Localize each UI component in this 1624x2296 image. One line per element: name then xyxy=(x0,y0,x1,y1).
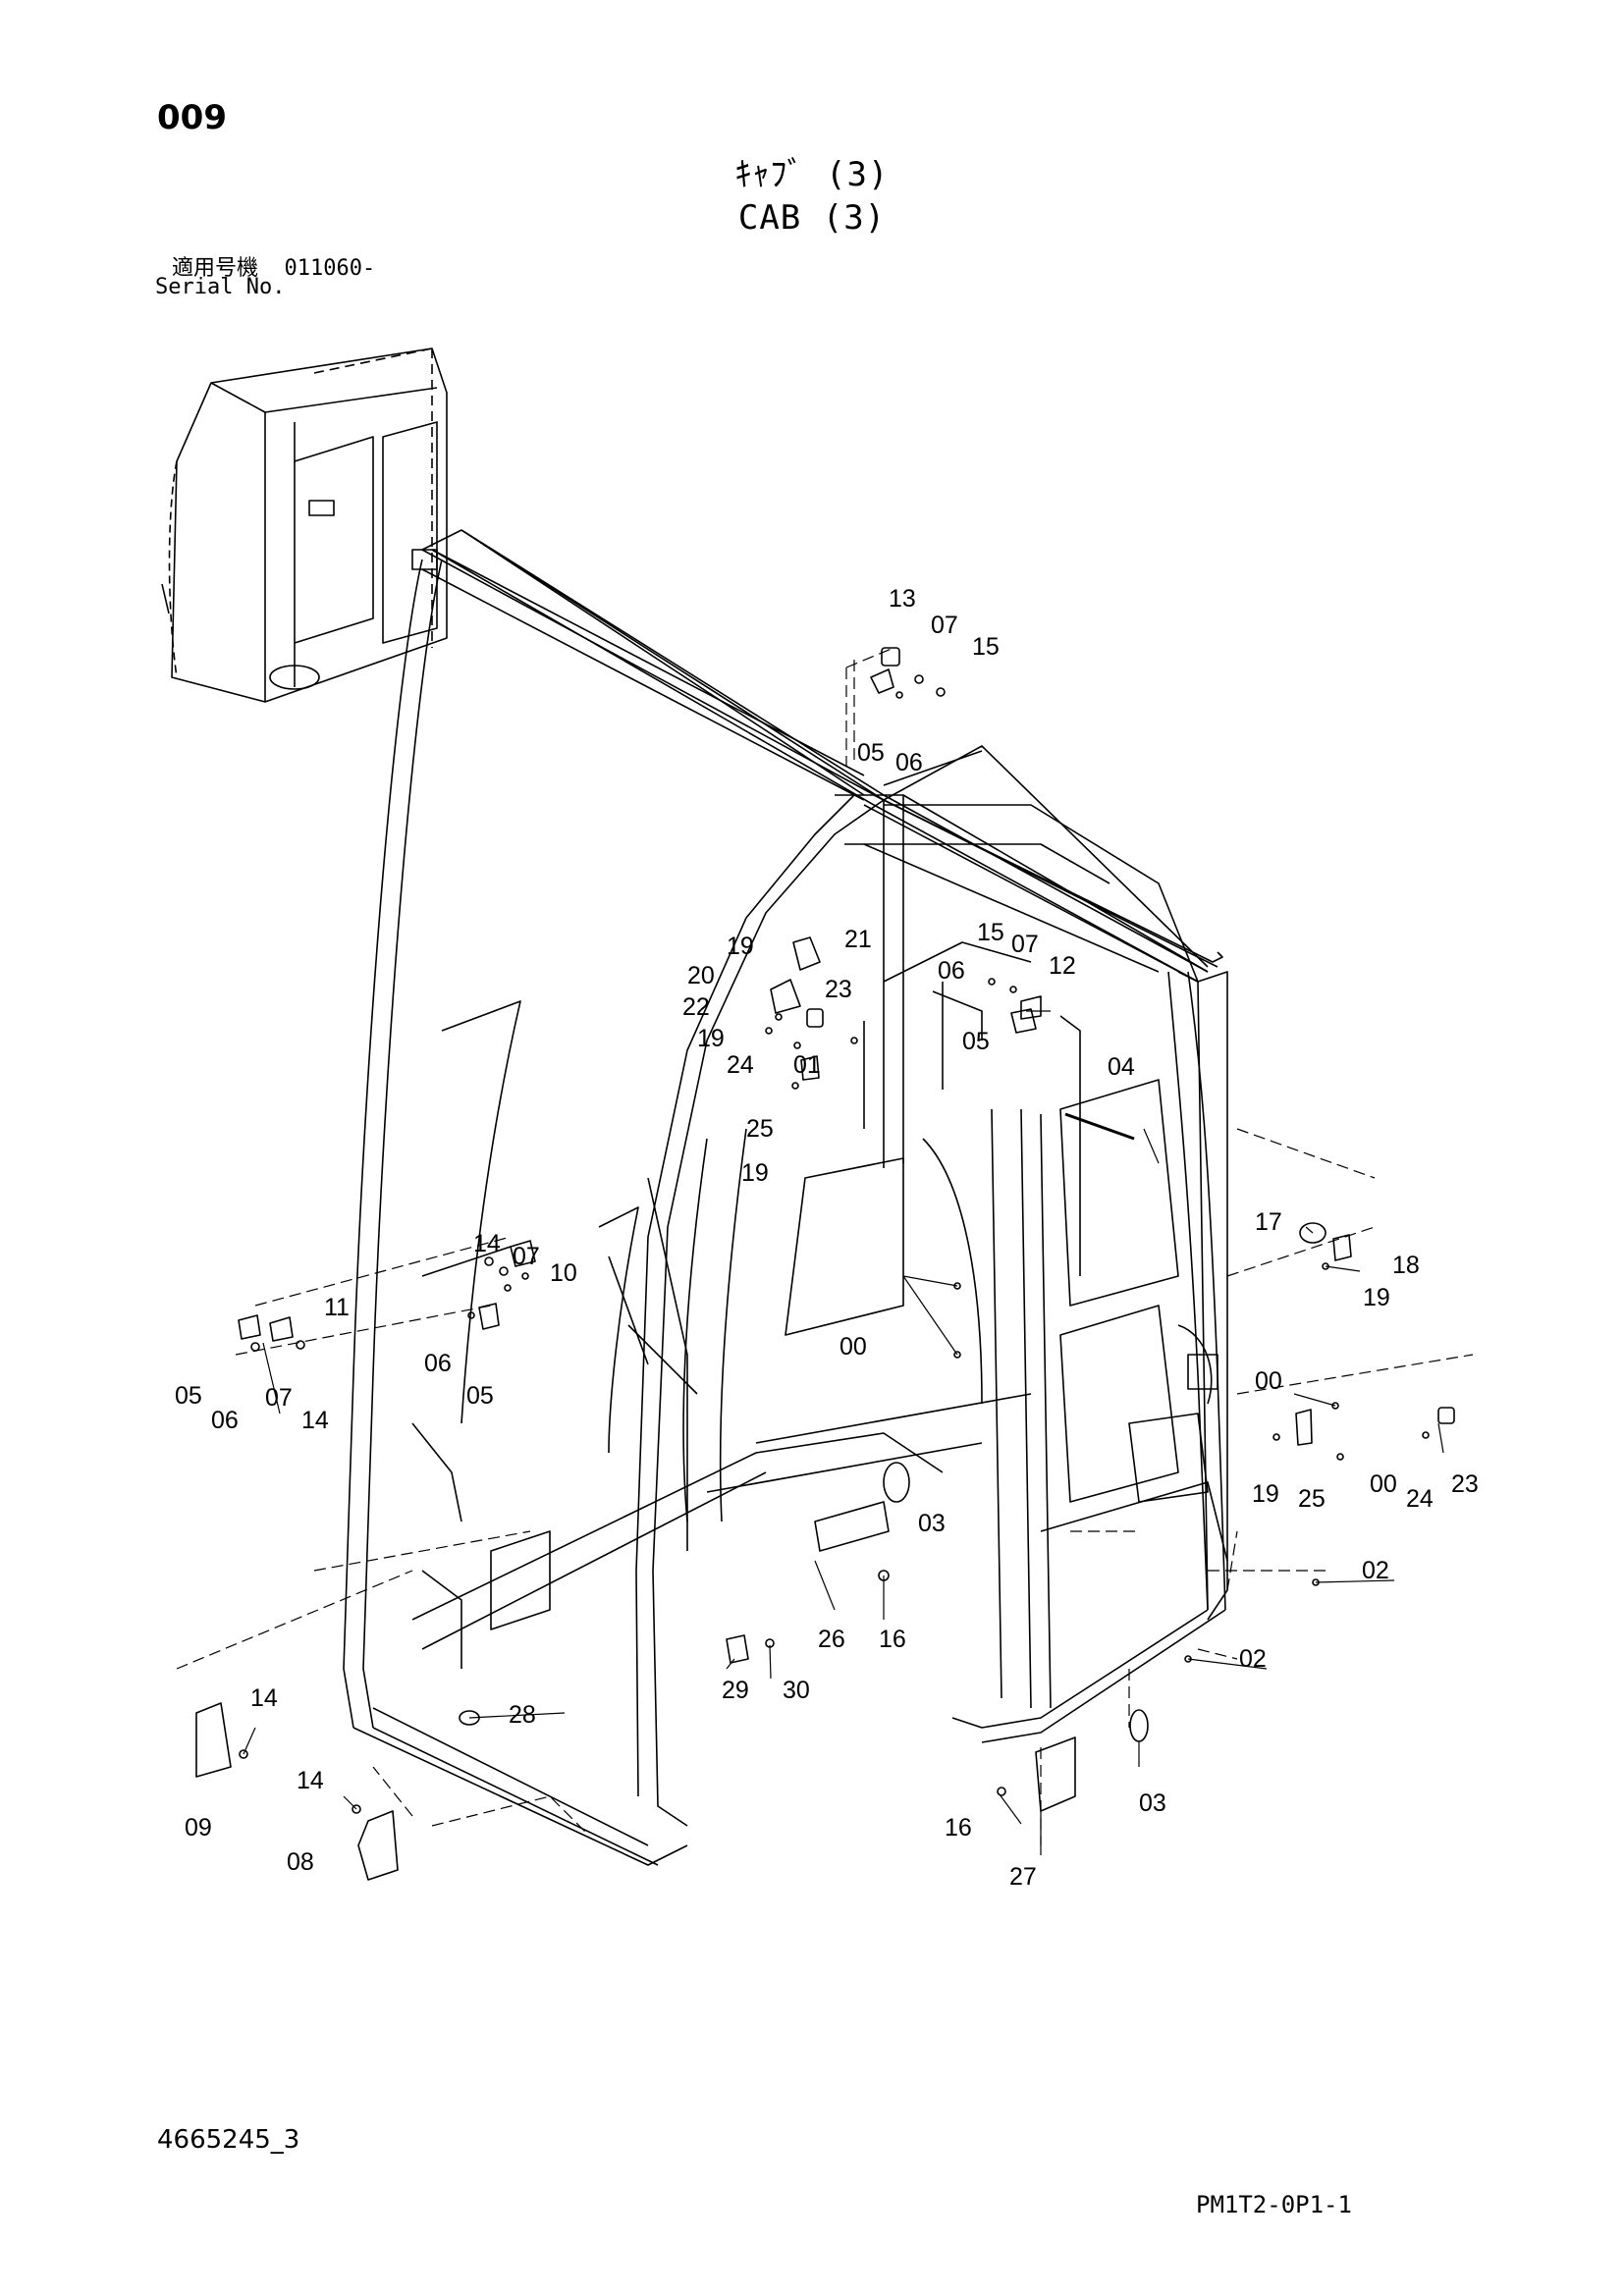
callout-label: 26 xyxy=(818,1626,845,1653)
sheet-code: PM1T2-0P1-1 xyxy=(1196,2191,1352,2218)
callout-label: 06 xyxy=(211,1407,239,1434)
callout-labels: 13 07 15 05 06 19 21 20 22 23 19 24 01 2… xyxy=(175,585,1479,1891)
callout-label: 12 xyxy=(1049,952,1076,980)
callout-label: 07 xyxy=(1011,931,1039,958)
callout-label: 00 xyxy=(1370,1470,1397,1498)
callout-label: 08 xyxy=(287,1848,314,1876)
callout-label: 06 xyxy=(424,1350,452,1377)
callout-label: 17 xyxy=(1255,1208,1282,1236)
callout-label: 28 xyxy=(509,1701,536,1729)
serial-label-japanese: 適用号機 011060- xyxy=(172,256,376,281)
callout-label: 19 xyxy=(697,1025,725,1052)
callout-label: 05 xyxy=(857,739,885,767)
page-title: CAB (3) xyxy=(737,198,887,238)
callout-label: 19 xyxy=(1252,1480,1279,1508)
cab-frame xyxy=(343,529,1228,1866)
callout-label: 16 xyxy=(945,1814,972,1842)
callout-label: 25 xyxy=(1298,1485,1326,1513)
callout-label: 04 xyxy=(1108,1053,1135,1081)
serial-label: Serial No. xyxy=(155,275,286,299)
callout-label: 14 xyxy=(297,1767,324,1794)
document-number: 4665245_3 xyxy=(157,2125,300,2155)
callout-label: 15 xyxy=(972,633,1000,661)
callout-label: 02 xyxy=(1239,1645,1267,1673)
callout-label: 07 xyxy=(265,1384,293,1412)
callout-label: 25 xyxy=(746,1115,774,1143)
callout-label: 30 xyxy=(783,1677,810,1704)
callout-label: 03 xyxy=(918,1510,946,1537)
callout-label: 05 xyxy=(962,1028,990,1055)
callout-label: 03 xyxy=(1139,1789,1166,1817)
callout-label: 16 xyxy=(879,1626,906,1653)
leader-lines xyxy=(176,647,1474,1845)
callout-label: 01 xyxy=(793,1051,821,1079)
callout-label: 22 xyxy=(682,993,710,1021)
callout-label: 19 xyxy=(741,1159,769,1187)
hardware-parts xyxy=(195,647,1455,1881)
callout-label: 19 xyxy=(1363,1284,1390,1311)
cab-overview-thumbnail xyxy=(161,347,448,703)
callout-label: 14 xyxy=(301,1407,329,1434)
callout-label: 09 xyxy=(185,1814,212,1842)
callout-label: 15 xyxy=(977,919,1004,946)
callout-label: 07 xyxy=(513,1243,540,1270)
callout-label: 00 xyxy=(1255,1367,1282,1395)
callout-label: 14 xyxy=(473,1230,501,1257)
callout-label: 13 xyxy=(889,585,916,613)
callout-label: 24 xyxy=(727,1051,754,1079)
callout-label: 23 xyxy=(825,976,852,1003)
callout-label: 21 xyxy=(844,926,872,953)
callout-label: 27 xyxy=(1009,1863,1037,1891)
page-number: 009 xyxy=(157,98,227,137)
callout-label: 06 xyxy=(938,957,965,985)
callout-label: 05 xyxy=(175,1382,202,1410)
page-title-japanese: ｷｬﾌﾞ (3) xyxy=(734,155,890,194)
callout-label: 07 xyxy=(931,612,958,639)
callout-label: 18 xyxy=(1392,1252,1420,1279)
callout-label: 06 xyxy=(895,749,923,776)
callout-label: 19 xyxy=(727,933,754,960)
callout-leaders xyxy=(243,1010,1444,1855)
callout-label: 23 xyxy=(1451,1470,1479,1498)
callout-label: 05 xyxy=(466,1382,494,1410)
callout-label: 00 xyxy=(839,1333,867,1361)
callout-label: 10 xyxy=(550,1259,577,1287)
callout-label: 11 xyxy=(324,1294,350,1321)
callout-label: 20 xyxy=(687,962,715,989)
callout-label: 29 xyxy=(722,1677,749,1704)
callout-label: 14 xyxy=(250,1684,278,1712)
callout-label: 02 xyxy=(1362,1557,1389,1584)
callout-label: 24 xyxy=(1406,1485,1434,1513)
